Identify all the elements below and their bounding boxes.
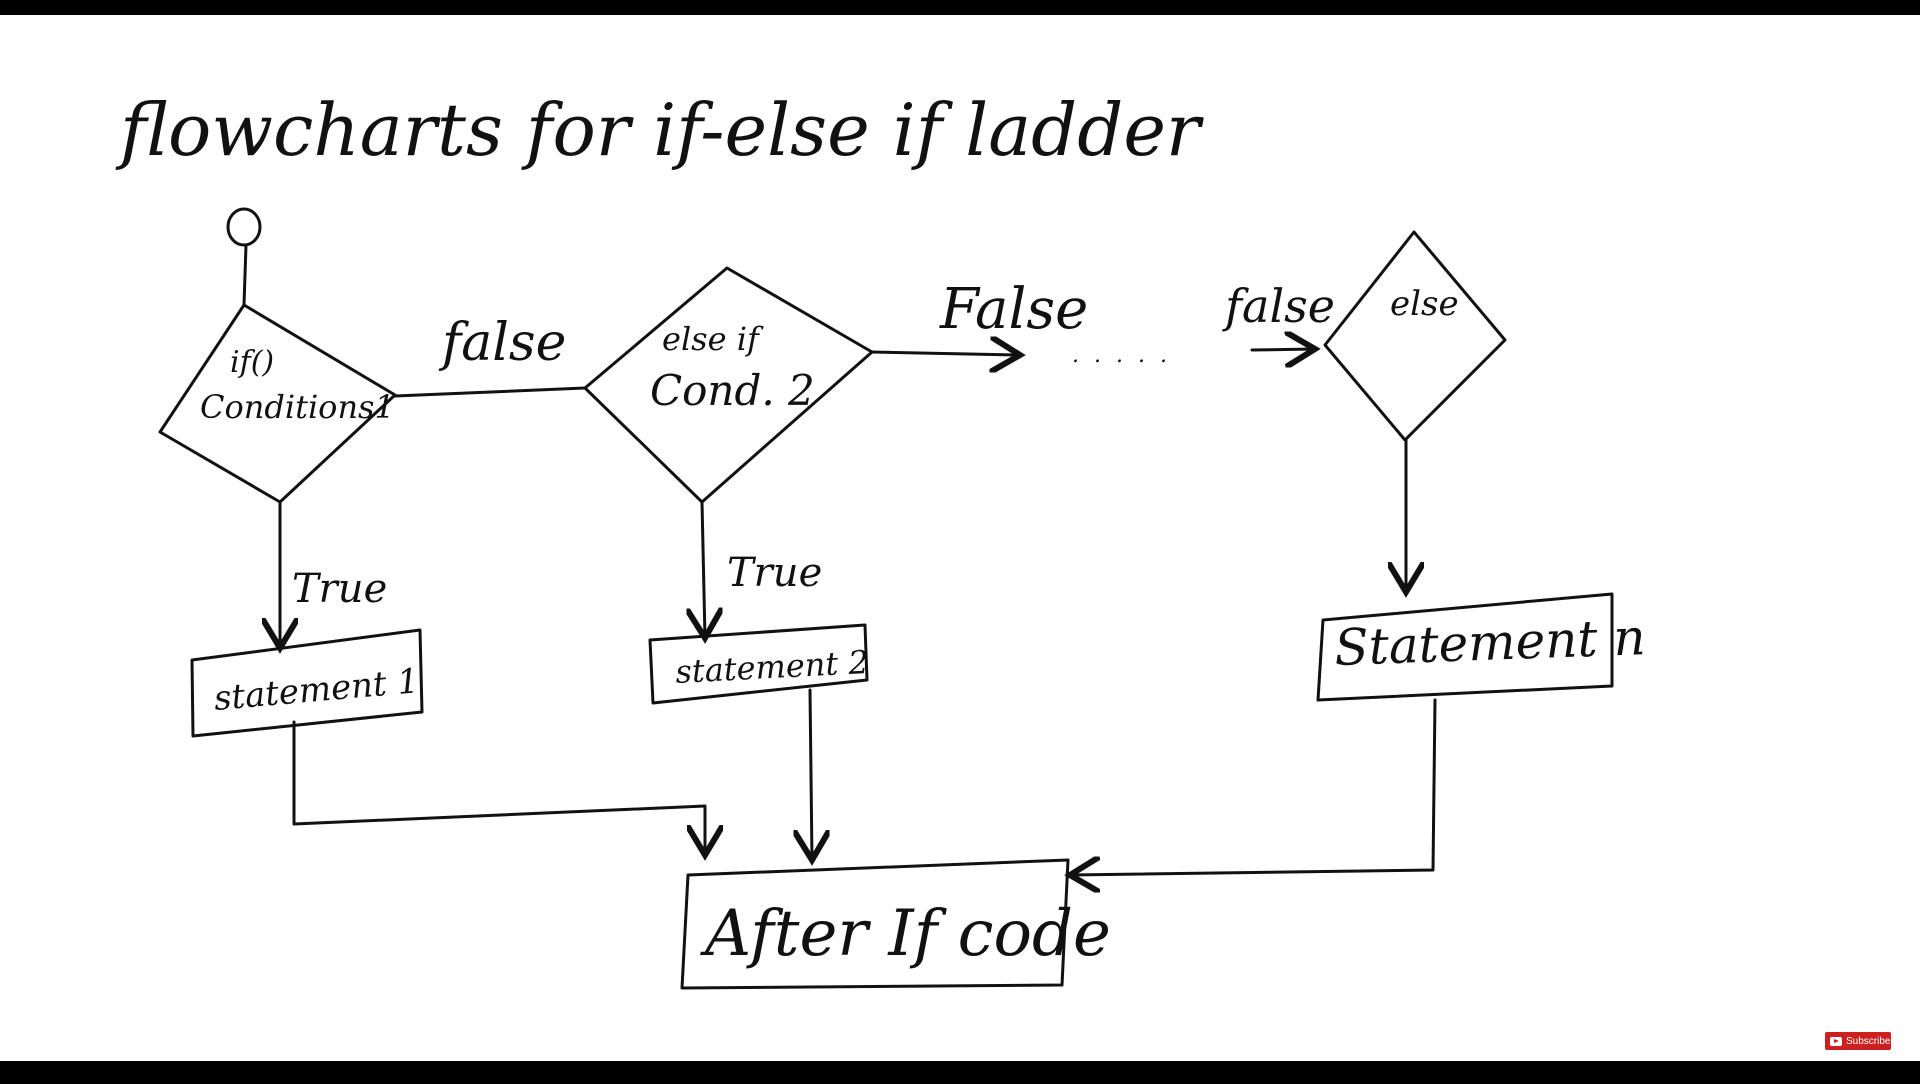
statement-2-box [648, 623, 869, 705]
start-node [226, 207, 262, 247]
false-edge-1 [393, 386, 587, 398]
page-title: flowcharts for if-else if ladder [115, 88, 1204, 172]
false-label-1: false [438, 313, 566, 373]
continuation-dots: . . . . . [1072, 343, 1171, 368]
false-edge-2 [870, 352, 1020, 355]
after-if-label: After If code [700, 897, 1111, 971]
true-edge-2 [702, 500, 705, 638]
merge-edge-2 [810, 688, 812, 860]
else-label: else [1390, 284, 1459, 324]
decision-1-label-line1: if() [230, 345, 274, 380]
subscribe-button[interactable]: Subscribe [1825, 1032, 1891, 1050]
merge-edge-n [1070, 698, 1437, 875]
statement-n-box [1316, 592, 1614, 702]
false-label-2: False [939, 277, 1088, 342]
false-edge-3 [1250, 349, 1315, 350]
whiteboard [0, 15, 1920, 1061]
statement-1-box [190, 628, 424, 738]
true-label-1: True [292, 566, 387, 612]
statement-n-label: Statement n [1333, 608, 1646, 677]
start-connector [242, 243, 248, 307]
false-label-3: false [1222, 279, 1335, 333]
true-label-2: True [727, 550, 822, 596]
decision-2-label-line2: Cond. 2 [650, 366, 815, 415]
decision-2-label-line1: else if [662, 320, 764, 358]
decision-1-label-line2: Conditions1 [200, 388, 395, 426]
youtube-play-icon [1830, 1036, 1842, 1046]
subscribe-label: Subscribe [1846, 1035, 1891, 1047]
merge-edge-1 [292, 720, 705, 855]
after-if-box [680, 858, 1070, 990]
